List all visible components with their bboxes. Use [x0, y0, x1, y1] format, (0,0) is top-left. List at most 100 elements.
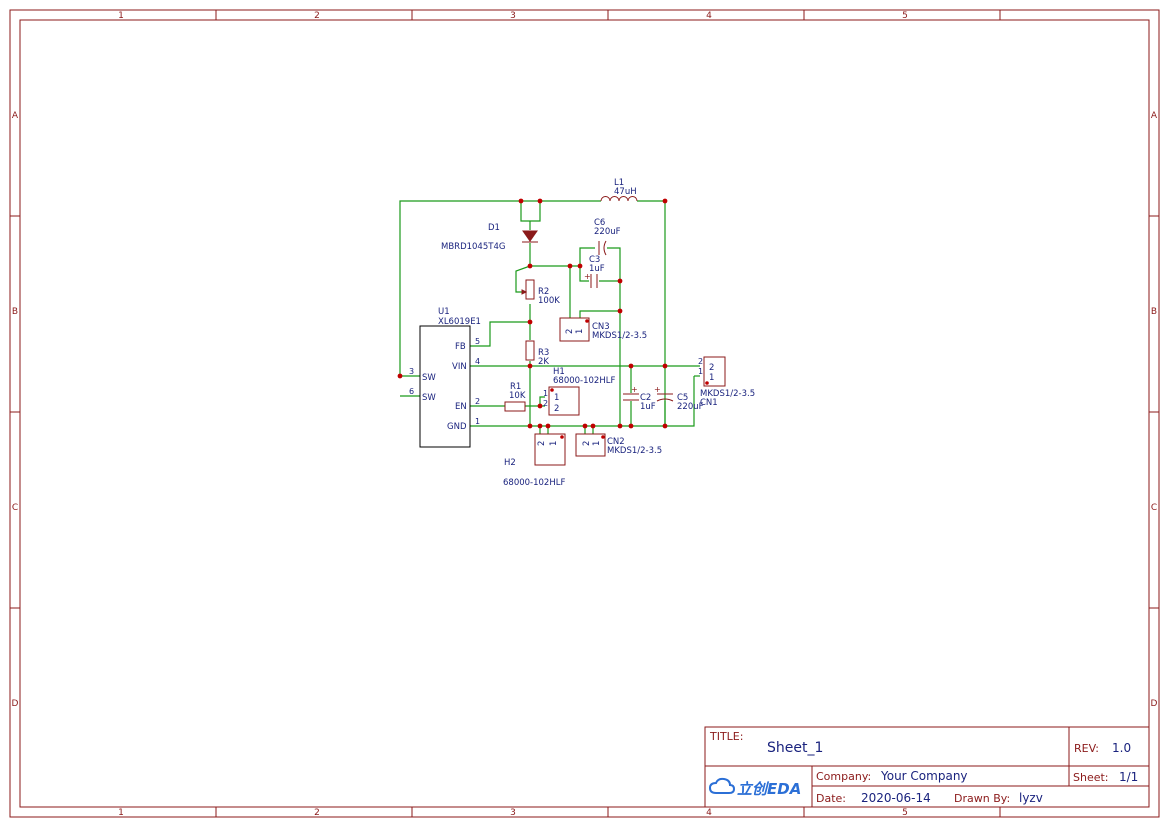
- d1-diode[interactable]: D1 MBRD1045T4G: [441, 223, 538, 252]
- cn1-pin2-label: 2: [709, 363, 714, 373]
- row-label-d-right: D: [1151, 699, 1158, 709]
- c6-plate-b: [603, 240, 607, 256]
- cn2-value: MKDS1/2-3.5: [607, 446, 662, 456]
- title-block-border: [704, 726, 1150, 808]
- h1-pin1-label: 1: [554, 393, 559, 403]
- cn1-ref: CN1: [700, 398, 718, 408]
- h1-header[interactable]: 1 2 1 2 H1 68000-102HLF: [543, 367, 615, 416]
- sheet-key: Sheet:: [1073, 771, 1109, 784]
- h2-value: 68000-102HLF: [503, 478, 565, 488]
- title-block: TITLE: Sheet_1 REV: 1.0 Company: Your Co…: [704, 726, 1150, 808]
- h1-ref: H1: [553, 367, 565, 377]
- c5-plus: +: [654, 385, 661, 394]
- h1-body: [548, 386, 580, 416]
- c5-ref: C5: [677, 393, 688, 403]
- r1-ref: R1: [510, 382, 521, 392]
- r1-resistor[interactable]: R1 10K: [504, 382, 526, 412]
- h1-value: 68000-102HLF: [553, 376, 615, 386]
- h2-body: [534, 433, 566, 466]
- date-value: 2020-06-14: [861, 791, 931, 805]
- u1-pinnum-sw1: 3: [409, 367, 414, 376]
- u1-pin-gnd: GND: [447, 422, 467, 432]
- cn2-connector[interactable]: 2 1 CN2 MKDS1/2-3.5: [575, 433, 662, 457]
- row-label-d: D: [12, 699, 19, 709]
- cn2-pin1-label: 1: [592, 441, 602, 446]
- r3-body: [525, 340, 535, 361]
- c2-capacitor[interactable]: + C2 1uF: [623, 385, 656, 412]
- r2-value: 100K: [538, 296, 560, 306]
- r2-body: [525, 279, 535, 300]
- l1-inductor[interactable]: L1 47uH: [600, 178, 638, 202]
- c6-capacitor[interactable]: C6 220uF: [594, 218, 621, 256]
- r3-value: 2K: [538, 357, 549, 367]
- u1-pinnum-gnd: 1: [475, 417, 480, 426]
- rev-key: REV:: [1074, 742, 1099, 755]
- r2-ref: R2: [538, 287, 549, 297]
- c2-value: 1uF: [640, 402, 656, 412]
- cn2-pin2-label: 2: [582, 441, 592, 446]
- l1-ref: L1: [614, 178, 624, 188]
- column-ticks: [215, 10, 1001, 817]
- c2-plus: +: [631, 385, 638, 394]
- sheet-value: 1/1: [1119, 770, 1138, 784]
- drawn-by-key: Drawn By:: [954, 792, 1010, 805]
- cn2-pin1-marker: [601, 435, 605, 439]
- h1-pinnum-1: 1: [543, 389, 548, 398]
- company-value: Your Company: [880, 769, 968, 783]
- h1-pinnum-2: 2: [543, 399, 548, 408]
- company-key: Company:: [816, 770, 871, 783]
- u1-ref: U1: [438, 307, 450, 317]
- cn3-ref: CN3: [592, 322, 610, 332]
- cn3-body: [559, 317, 590, 342]
- cn1-connector[interactable]: 2 1 2 1 MKDS1/2-3.5 CN1: [698, 356, 755, 408]
- u1-pin-en: EN: [455, 402, 467, 412]
- h2-ref: H2: [504, 458, 516, 468]
- h2-pin1-label: 1: [549, 441, 559, 446]
- cn3-pin1-label: 1: [575, 329, 585, 334]
- col-label-3-bottom: 3: [510, 808, 516, 818]
- col-label-2: 2: [314, 11, 320, 21]
- rev-value: 1.0: [1112, 741, 1131, 755]
- cn3-connector[interactable]: 2 1 CN3 MKDS1/2-3.5: [559, 317, 647, 342]
- cloud-icon: [708, 777, 736, 794]
- col-label-3: 3: [510, 11, 516, 21]
- row-label-a: A: [12, 111, 19, 121]
- cn3-value: MKDS1/2-3.5: [592, 331, 647, 341]
- c3-capacitor[interactable]: + C3 1uF: [584, 255, 605, 288]
- outer-frame: [9, 9, 1160, 818]
- row-label-b: B: [12, 307, 18, 317]
- u1-ic[interactable]: U1 XL6019E1 FB VIN SW SW EN GND 5 4 3 6 …: [409, 307, 481, 448]
- c3-ref: C3: [589, 255, 600, 265]
- title-value: Sheet_1: [767, 740, 823, 756]
- u1-pinnum-fb: 5: [475, 337, 480, 346]
- c5-value: 220uF: [677, 402, 704, 412]
- u1-pinnum-en: 2: [475, 397, 480, 406]
- cn3-pin1-marker: [585, 319, 589, 323]
- c6-ref: C6: [594, 218, 605, 228]
- cn1-pinnum-1: 1: [698, 367, 703, 376]
- inner-frame: [19, 19, 1150, 808]
- h2-header[interactable]: 2 1 H2 68000-102HLF: [503, 433, 566, 488]
- col-label-5: 5: [902, 11, 908, 21]
- r2-potentiometer[interactable]: R2 100K: [521, 279, 560, 306]
- u1-pin-fb: FB: [455, 342, 466, 352]
- lceda-logo: 立创EDA: [708, 777, 801, 798]
- c2-ref: C2: [640, 393, 651, 403]
- u1-pinnum-sw2: 6: [409, 387, 414, 396]
- c3-plus: +: [584, 272, 591, 281]
- r3-resistor[interactable]: R3 2K: [525, 340, 549, 367]
- col-label-4: 4: [706, 11, 712, 21]
- cn3-pin2-label: 2: [565, 329, 575, 334]
- cn2-body: [575, 433, 606, 457]
- title-key: TITLE:: [709, 730, 743, 743]
- row-ticks: [10, 215, 1159, 609]
- cn1-value: MKDS1/2-3.5: [700, 389, 755, 399]
- u1-pinnum-vin: 4: [475, 357, 480, 366]
- c5-capacitor[interactable]: + C5 220uF: [654, 385, 704, 412]
- h1-pin1-marker: [550, 388, 554, 392]
- cn1-pinnum-2: 2: [698, 357, 703, 366]
- u1-pin-sw2: SW: [422, 393, 436, 403]
- h2-pin1-marker: [560, 435, 564, 439]
- cn1-body: [703, 356, 726, 387]
